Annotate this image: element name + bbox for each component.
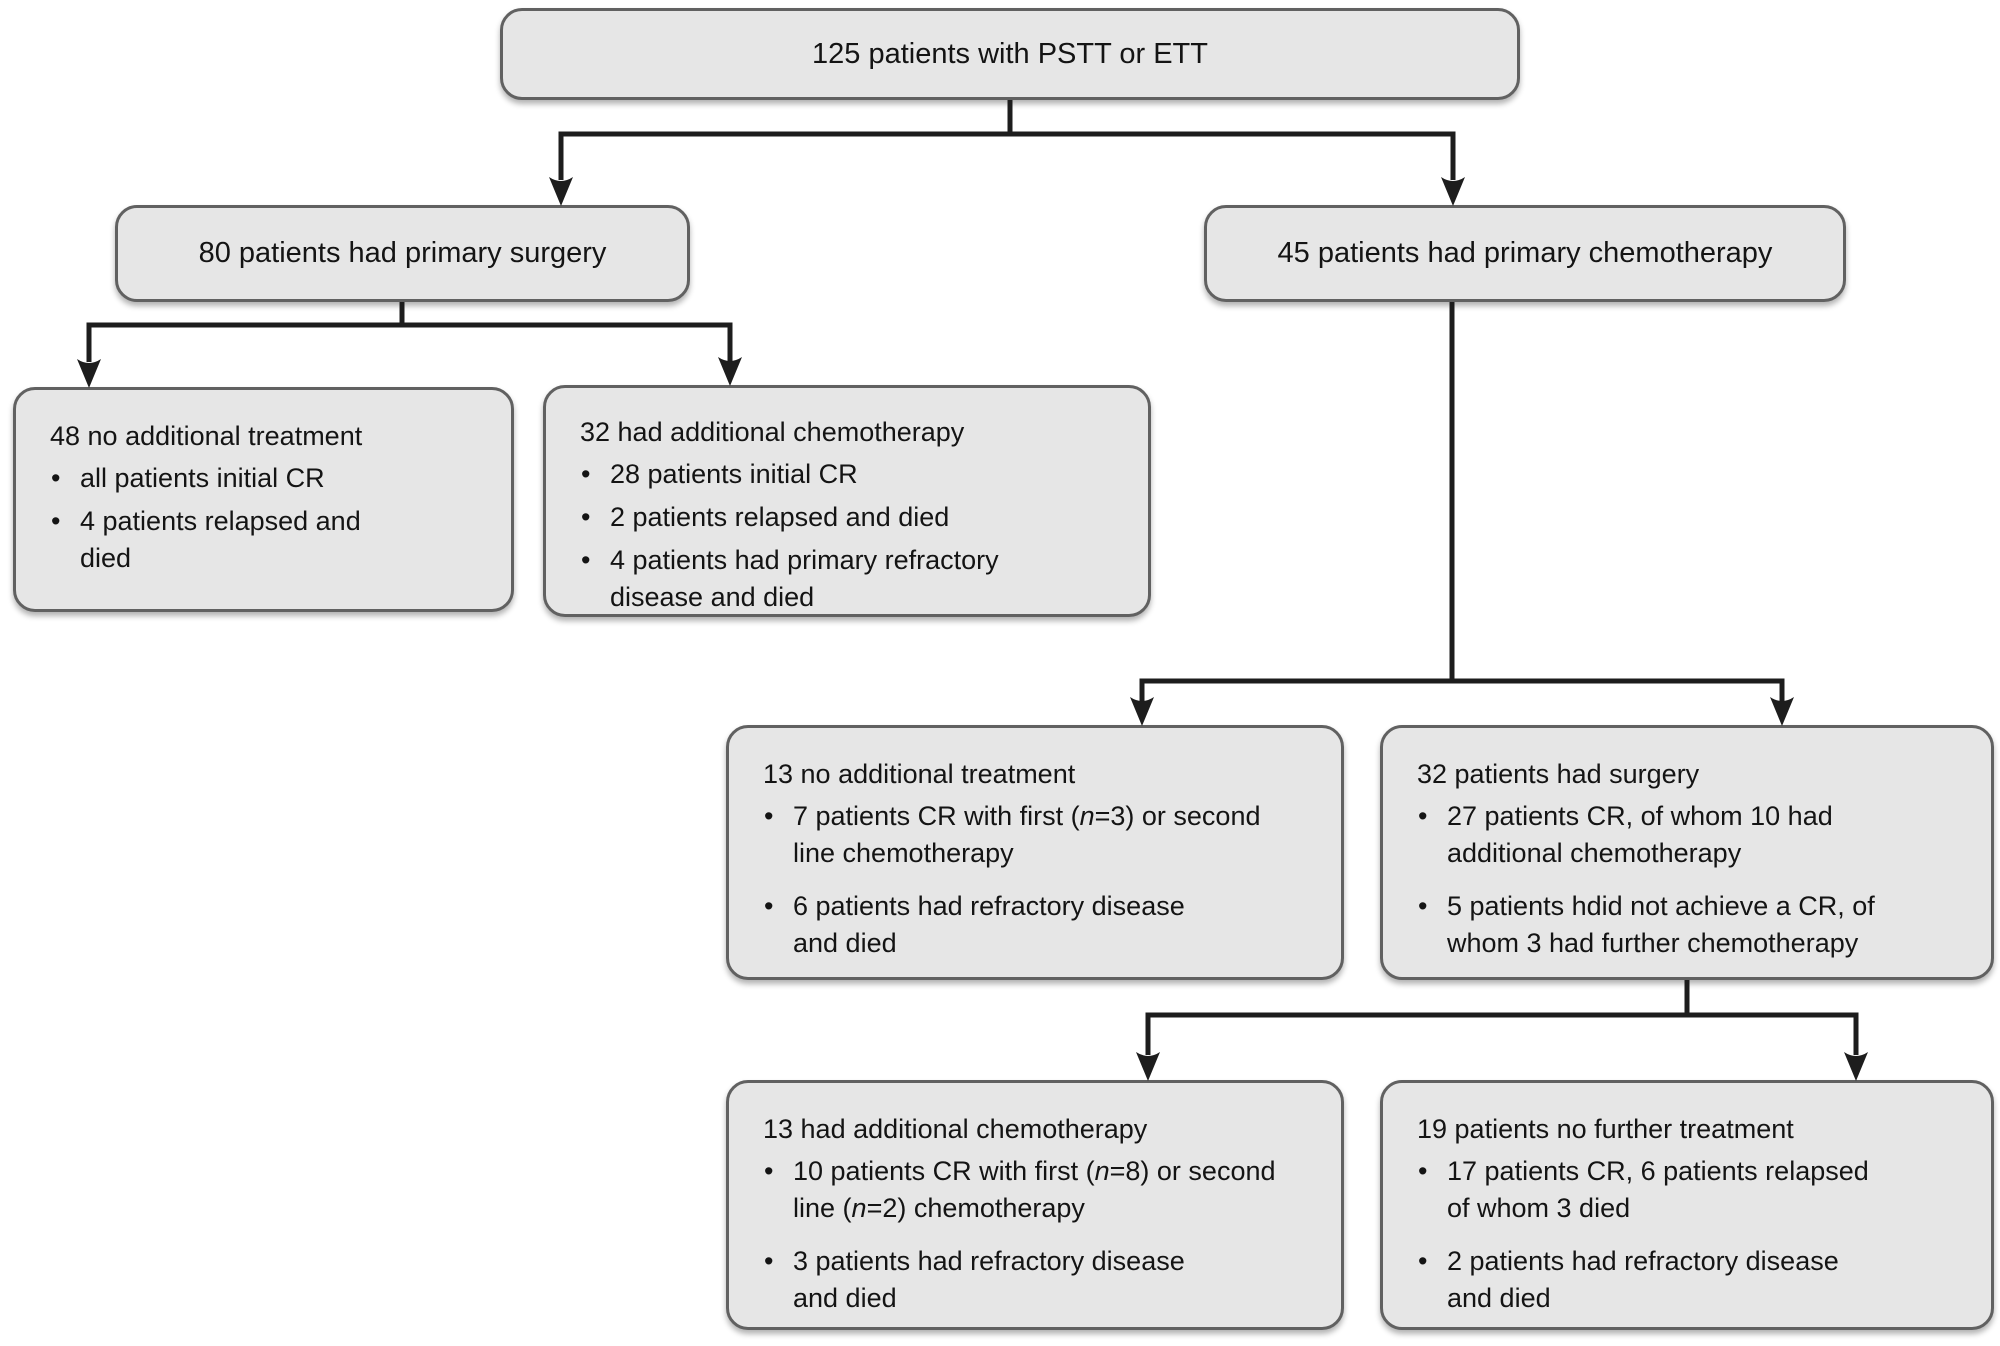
arrowhead-icon xyxy=(1844,1052,1868,1081)
node-32-patients-had-surgery: 32 patients had surgery • 27 patients CR,… xyxy=(1380,725,1994,980)
bullet-item: •10 patients CR with first (n=8) or seco… xyxy=(763,1153,1329,1227)
bullet-text: 27 patients CR, of whom 10 had additiona… xyxy=(1447,801,1833,868)
arrowhead-icon xyxy=(1770,697,1794,726)
bullet-item: • 3 patients had refractory disease and d… xyxy=(763,1243,1329,1317)
bullet-text: 5 patients hdid not achieve a CR, of who… xyxy=(1447,891,1875,958)
bullet-text: =8) or second line ( xyxy=(793,1156,1276,1223)
node-48-no-additional-treatment: 48 no additional treatment • all patients… xyxy=(13,387,514,612)
bullet-item: • 5 patients hdid not achieve a CR, of wh… xyxy=(1417,888,1979,962)
node-13-no-additional-treatment: 13 no additional treatment • 7 patients C… xyxy=(726,725,1344,980)
bullet-text: 17 patients CR, 6 patients relapsed of w… xyxy=(1447,1156,1869,1223)
bullet-marker: • xyxy=(1418,891,1428,921)
bullet-list: • 17 patients CR, 6 patients relapsed of … xyxy=(1417,1153,1979,1317)
arrowhead-icon xyxy=(77,359,101,388)
bullet-text: 2 patients had refractory disease and di… xyxy=(1447,1246,1839,1313)
node-32-additional-chemotherapy: 32 had additional chemotherapy • 28 patie… xyxy=(543,385,1151,617)
node-heading: 13 had additional chemotherapy xyxy=(763,1114,1148,1144)
node-13-had-additional-chemotherapy: 13 had additional chemotherapy • 10 patie… xyxy=(726,1080,1344,1330)
bullet-item: • 4 patients had primary refractory disea… xyxy=(580,542,1136,616)
bullet-marker: • xyxy=(581,459,591,489)
bullet-text: 3 patients had refractory disease and di… xyxy=(793,1246,1185,1313)
bullet-marker: • xyxy=(51,506,61,536)
bullet-list: • all patients initial CR • 4 patients rel… xyxy=(50,460,499,577)
node-label: 45 patients had primary chemotherapy xyxy=(1277,237,1773,270)
bullet-item: • 2 patients had refractory disease and d… xyxy=(1417,1243,1979,1317)
bullet-marker: • xyxy=(1418,1156,1428,1186)
arrowhead-icon xyxy=(1441,177,1465,206)
bullet-list: •10 patients CR with first (n=8) or seco… xyxy=(763,1153,1329,1317)
bullet-text: 6 patients had refractory disease and di… xyxy=(793,891,1185,958)
node-80-primary-surgery: 80 patients had primary surgery xyxy=(115,205,690,302)
node-heading: 32 patients had surgery xyxy=(1417,759,1700,789)
bullet-text: 2 patients relapsed and died xyxy=(610,502,950,532)
node-19-no-further-treatment: 19 patients no further treatment • 17 pat… xyxy=(1380,1080,1994,1330)
bullet-item: • 27 patients CR, of whom 10 had addition… xyxy=(1417,798,1979,872)
arrowhead-icon xyxy=(718,357,742,386)
bullet-item: • 17 patients CR, 6 patients relapsed of … xyxy=(1417,1153,1979,1227)
node-heading: 13 no additional treatment xyxy=(763,759,1076,789)
bullet-list: • 28 patients initial CR • 2 patients rela… xyxy=(580,456,1136,616)
connector-surg32-split xyxy=(1145,980,1859,1055)
bullet-marker: • xyxy=(1418,1246,1428,1276)
bullet-marker: • xyxy=(764,1246,774,1276)
node-125-pstt-or-ett: 125 patients with PSTT or ETT xyxy=(500,8,1520,100)
bullet-marker: • xyxy=(764,801,774,831)
connector-root-split xyxy=(558,100,1456,180)
bullet-item: • 6 patients had refractory disease and d… xyxy=(763,888,1329,962)
bullet-marker: • xyxy=(581,545,591,575)
node-heading: 19 patients no further treatment xyxy=(1417,1114,1794,1144)
node-heading: 48 no additional treatment xyxy=(50,421,363,451)
arrowhead-icon xyxy=(1136,1052,1160,1081)
node-label: 80 patients had primary surgery xyxy=(198,237,607,270)
bullet-marker: • xyxy=(581,502,591,532)
bullet-text: 28 patients initial CR xyxy=(610,459,858,489)
bullet-text: 4 patients relapsed and died xyxy=(80,506,361,573)
bullet-list: • 27 patients CR, of whom 10 had addition… xyxy=(1417,798,1979,962)
bullet-marker: • xyxy=(764,1156,774,1186)
bullet-text-italic-n: n xyxy=(851,1193,867,1223)
bullet-item: • 2 patients relapsed and died xyxy=(580,499,1136,536)
bullet-text: all patients initial CR xyxy=(80,463,325,493)
bullet-marker: • xyxy=(1418,801,1428,831)
bullet-marker: • xyxy=(764,891,774,921)
bullet-text: =3) or second line chemotherapy xyxy=(793,801,1261,868)
bullet-text-italic-n: n xyxy=(1079,801,1095,831)
bullet-item: • 7 patients CR with first (n=3) or secon… xyxy=(763,798,1329,872)
bullet-text: =2) chemotherapy xyxy=(866,1193,1085,1223)
node-label: 125 patients with PSTT or ETT xyxy=(812,37,1208,70)
bullet-text: 10 patients CR with first ( xyxy=(793,1156,1095,1186)
bullet-item: • 28 patients initial CR xyxy=(580,456,1136,493)
bullet-item: • 4 patients relapsed and died xyxy=(50,503,499,577)
connector-surgery-split xyxy=(86,302,733,362)
connector-chemo-split xyxy=(1139,302,1785,701)
bullet-item: • all patients initial CR xyxy=(50,460,499,497)
bullet-marker: • xyxy=(51,463,61,493)
node-heading: 32 had additional chemotherapy xyxy=(580,417,965,447)
node-45-primary-chemotherapy: 45 patients had primary chemotherapy xyxy=(1204,205,1846,302)
arrowhead-icon xyxy=(1130,697,1154,726)
bullet-text: 7 patients CR with first ( xyxy=(793,801,1080,831)
bullet-text-italic-n: n xyxy=(1094,1156,1110,1186)
arrowhead-icon xyxy=(549,177,573,206)
bullet-list: • 7 patients CR with first (n=3) or secon… xyxy=(763,798,1329,962)
bullet-text: 4 patients had primary refractory diseas… xyxy=(610,545,999,612)
